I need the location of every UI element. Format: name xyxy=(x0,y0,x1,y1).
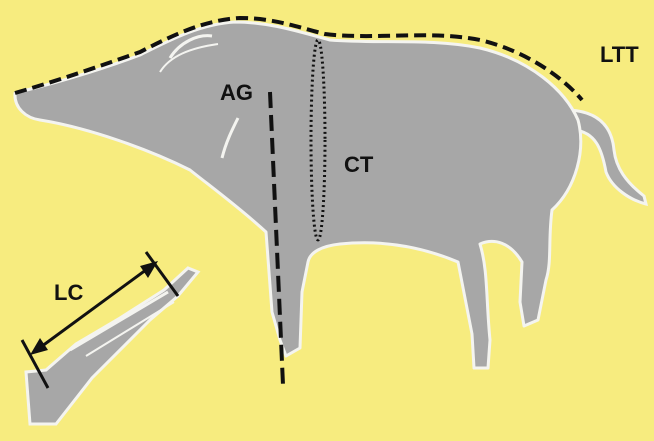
foot-shape xyxy=(26,268,198,424)
label-ltt: LTT xyxy=(600,42,639,67)
boar-body xyxy=(15,22,581,368)
label-lc: LC xyxy=(54,280,83,305)
foot-silhouette xyxy=(26,268,198,424)
boar-tail xyxy=(570,110,646,204)
lc-arrowhead-start xyxy=(30,338,48,355)
label-ag: AG xyxy=(220,80,253,105)
lc-end-tick-end xyxy=(146,252,178,296)
label-ct: CT xyxy=(344,152,374,177)
